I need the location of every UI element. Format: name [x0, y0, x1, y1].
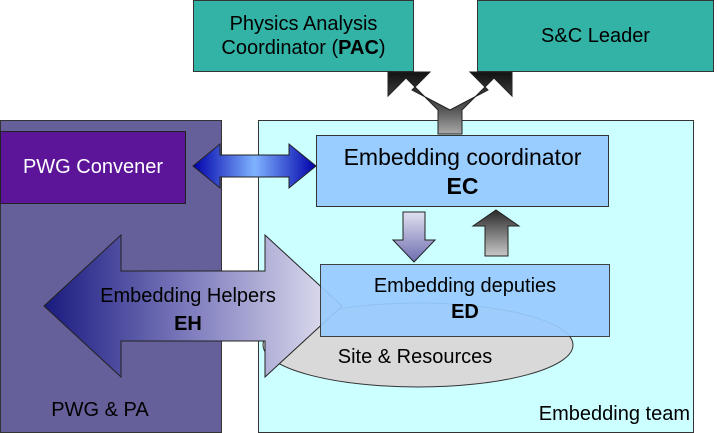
ec-to-ed-arrow [391, 211, 437, 263]
sc-leader-box [477, 0, 714, 72]
pac-abbr: PAC [338, 37, 379, 59]
pwg-convener-label: PWG Convener [22, 156, 164, 178]
eh-abbr: EH [174, 313, 202, 335]
ed-abbr: ED [451, 301, 479, 323]
ed-box [320, 264, 610, 337]
fork-arrow [387, 71, 513, 135]
embedding-team-label: Embedding team [538, 403, 690, 425]
ec-title: Embedding coordinator [343, 144, 582, 170]
pwg-convener-box [0, 131, 186, 204]
pwg-pa-label: PWG & PA [51, 399, 149, 421]
ed-to-ec-arrow [471, 209, 521, 257]
ec-abbr: EC [446, 173, 479, 199]
ed-title: Embedding deputies [373, 275, 557, 297]
ec-box [316, 135, 609, 207]
site-resources-label: Site & Resources [337, 346, 493, 368]
pac-label: Physics Analysis Coordinator (PAC) [193, 12, 414, 60]
convener-ec-arrow [192, 142, 317, 190]
sc-leader-label: S&C Leader [541, 25, 650, 47]
pac-box [193, 0, 414, 72]
eh-title: Embedding Helpers [100, 285, 276, 307]
pac-line2: Coordinator (PAC) [221, 37, 386, 59]
pac-line1: Physics Analysis [229, 13, 378, 35]
